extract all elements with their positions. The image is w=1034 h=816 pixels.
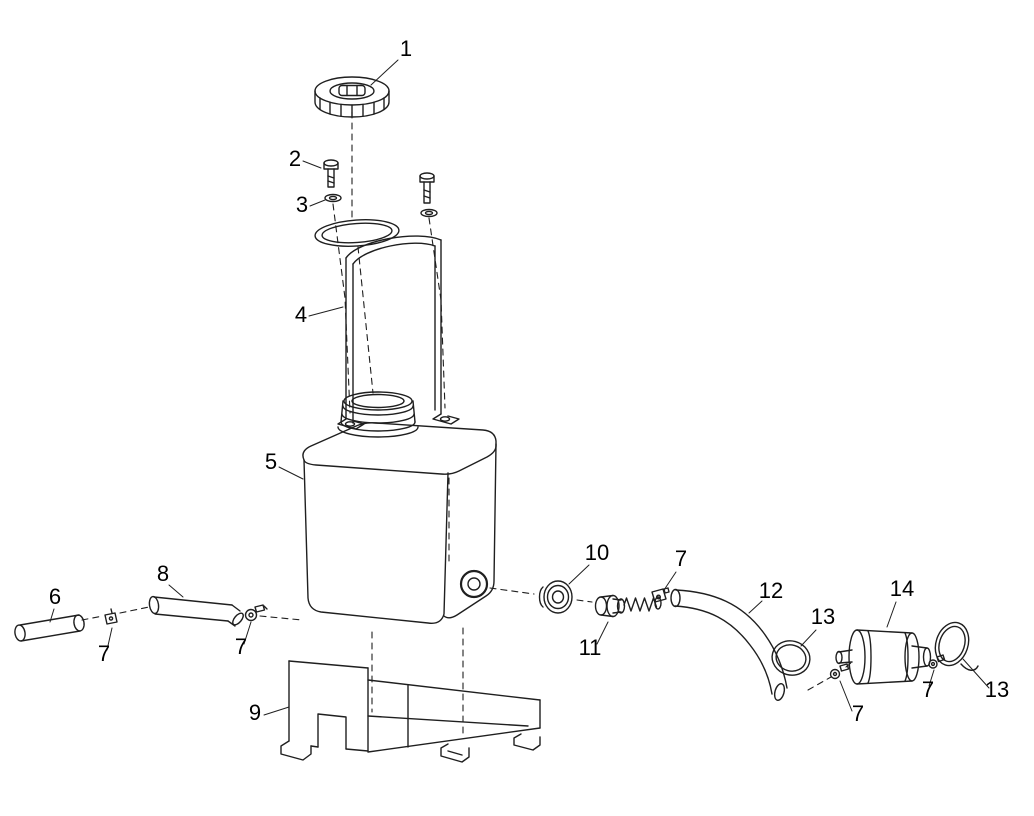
callout-label: 13 <box>811 604 835 629</box>
callout-label: 12 <box>759 578 783 603</box>
callout-label: 7 <box>922 677 934 702</box>
callout-label: 4 <box>295 302 307 327</box>
callout-7: 7 <box>663 546 687 591</box>
callout-14: 14 <box>886 576 914 628</box>
fuel-filter <box>835 629 932 685</box>
callout-2: 2 <box>289 146 322 171</box>
hose-clamp <box>244 604 268 622</box>
callout-label: 10 <box>585 540 609 565</box>
callout-6: 6 <box>49 584 61 623</box>
filler-gasket <box>314 219 400 247</box>
callout-label: 8 <box>157 561 169 586</box>
callout-label: 14 <box>890 576 914 601</box>
callout-label: 7 <box>675 546 687 571</box>
callout-7: 7 <box>98 627 113 666</box>
callout-3: 3 <box>296 192 326 217</box>
hose-clamp <box>829 663 850 680</box>
callout-label: 7 <box>235 634 247 659</box>
callout-1: 1 <box>370 36 412 86</box>
breather-tube <box>14 614 85 642</box>
callout-label: 11 <box>579 635 602 660</box>
callout-label: 7 <box>98 641 110 666</box>
callout-label: 13 <box>985 677 1009 702</box>
callout-label: 1 <box>400 36 412 61</box>
callout-12: 12 <box>748 578 783 614</box>
callout-4: 4 <box>295 302 344 327</box>
fuel-hose <box>670 588 788 701</box>
callout-7: 7 <box>235 621 252 659</box>
callout-9: 9 <box>249 700 290 725</box>
cap-grip <box>338 84 366 97</box>
washer <box>324 193 438 218</box>
alignment-dashed-lines <box>81 111 853 734</box>
callout-13: 13 <box>962 658 1009 702</box>
mounting-strap <box>337 235 460 430</box>
callout-label: 2 <box>289 146 301 171</box>
hose-clamp <box>104 608 118 625</box>
callout-label: 9 <box>249 700 261 725</box>
callout-label: 3 <box>296 192 308 217</box>
mounting-bracket <box>280 660 541 763</box>
bolt <box>323 159 435 204</box>
callout-13: 13 <box>800 604 835 647</box>
callout-7: 7 <box>839 680 864 726</box>
callout-label: 7 <box>852 701 864 726</box>
clamp-ring <box>934 621 979 671</box>
callouts: 1 2 3 4 5 6 7 8 <box>49 36 1009 726</box>
elbow-hose <box>148 595 244 627</box>
callout-label: 6 <box>49 584 61 609</box>
callout-8: 8 <box>157 561 184 598</box>
callout-label: 5 <box>265 449 277 474</box>
callout-7: 7 <box>922 669 935 702</box>
spring <box>623 597 658 612</box>
grommet <box>538 580 573 614</box>
clamp-ring <box>771 640 811 676</box>
callout-11: 11 <box>579 621 609 660</box>
tank-outlet-ring <box>459 569 489 599</box>
fuel-tank <box>302 422 497 624</box>
callout-10: 10 <box>568 540 609 585</box>
valve-fitting <box>594 594 662 618</box>
callout-5: 5 <box>265 449 304 480</box>
fuel-cap <box>314 76 390 118</box>
